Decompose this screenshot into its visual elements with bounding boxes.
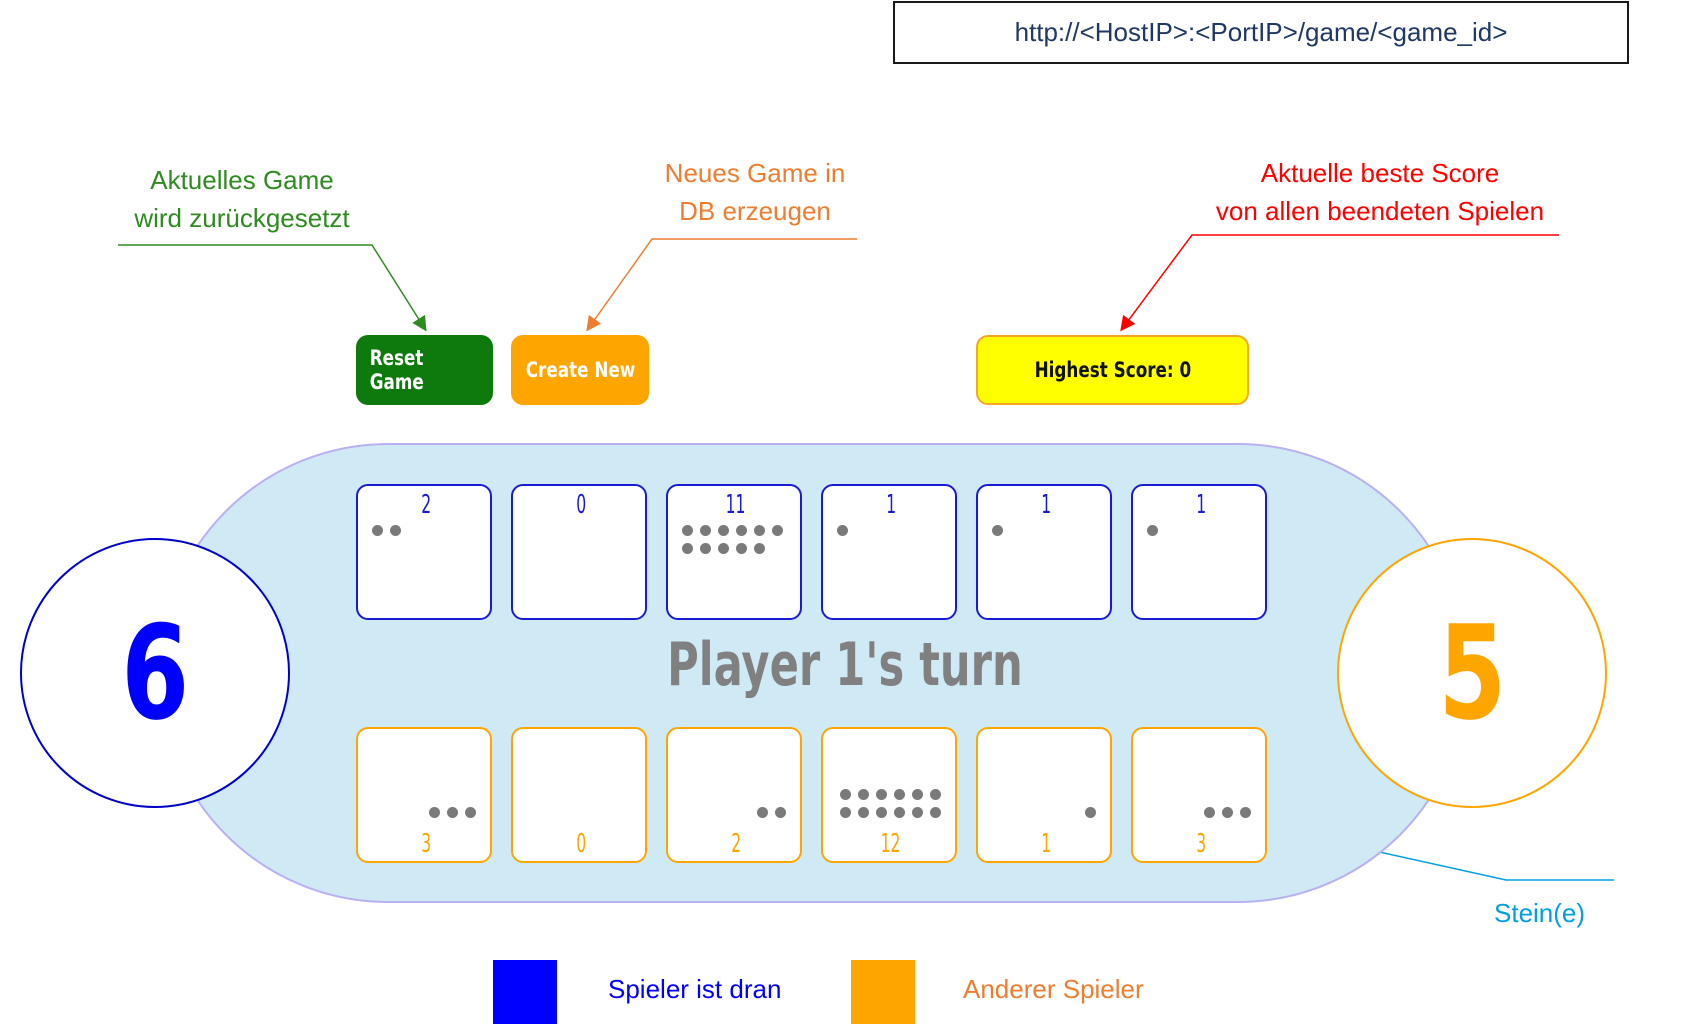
- pit-top-1[interactable]: 2: [356, 484, 492, 620]
- pit-top-2[interactable]: 0: [511, 484, 647, 620]
- stone: [682, 525, 693, 536]
- stone: [775, 807, 786, 818]
- legend-active-swatch: [493, 960, 557, 1024]
- pit-count: 1: [1041, 829, 1051, 859]
- stone: [858, 789, 869, 800]
- stone: [894, 789, 905, 800]
- reset-game-label: Reset Game: [369, 346, 424, 394]
- pit-count: 12: [881, 829, 901, 859]
- create-annotation-line2: DB erzeugen: [679, 196, 831, 226]
- reset-annotation-line1: Aktuelles Game: [150, 165, 334, 195]
- create-arrow: [586, 238, 857, 332]
- stone: [682, 543, 693, 554]
- url-text: http://<HostIP>:<PortIP>/game/<game_id>: [1014, 17, 1508, 47]
- pit-top-3[interactable]: 11: [666, 484, 802, 620]
- stones-annotation-text: Stein(e): [1494, 898, 1586, 928]
- stone: [930, 807, 941, 818]
- pit-top-6[interactable]: 1: [1131, 484, 1267, 620]
- stone: [465, 807, 476, 818]
- turn-indicator: Player 1's turn: [560, 630, 1130, 700]
- pit-top-5[interactable]: 1: [976, 484, 1112, 620]
- score-arrow: [1120, 234, 1559, 332]
- stone: [754, 525, 765, 536]
- pit-bottom-1[interactable]: 3: [356, 727, 492, 863]
- stone: [912, 807, 923, 818]
- pit-bottom-2[interactable]: 0: [511, 727, 647, 863]
- stone: [447, 807, 458, 818]
- stone: [700, 525, 711, 536]
- highest-score-display: Highest Score: 0: [976, 335, 1249, 405]
- stone: [912, 789, 923, 800]
- pit-count: 0: [576, 829, 586, 859]
- legend-other-label: Anderer Spieler: [963, 974, 1144, 1004]
- stone: [894, 807, 905, 818]
- pit-bottom-4[interactable]: 12: [821, 727, 957, 863]
- stone: [992, 525, 1003, 536]
- score-annotation-line2: von allen beendeten Spielen: [1215, 196, 1545, 226]
- pit-bottom-3[interactable]: 2: [666, 727, 802, 863]
- pit-top-4[interactable]: 1: [821, 484, 957, 620]
- stone: [390, 525, 401, 536]
- stone: [840, 807, 851, 818]
- pit-count: 3: [421, 829, 431, 859]
- create-annotation: Neues Game in DB erzeugen: [640, 154, 870, 230]
- player1-store-count: 6: [121, 597, 189, 749]
- stone: [718, 543, 729, 554]
- reset-arrow: [118, 244, 427, 332]
- stones-annotation: Stein(e): [1494, 894, 1624, 932]
- create-annotation-line1: Neues Game in: [664, 158, 846, 188]
- pit-count: 1: [1196, 490, 1206, 520]
- stone: [1085, 807, 1096, 818]
- create-new-button[interactable]: Create New: [511, 335, 649, 405]
- stone: [736, 543, 747, 554]
- stone: [1222, 807, 1233, 818]
- stone: [754, 543, 765, 554]
- stone: [837, 525, 848, 536]
- url-bar: http://<HostIP>:<PortIP>/game/<game_id>: [893, 1, 1629, 64]
- create-new-label: Create New: [525, 358, 635, 382]
- pit-count: 2: [731, 829, 741, 859]
- stone: [876, 807, 887, 818]
- pit-count: 0: [576, 490, 586, 520]
- stone: [429, 807, 440, 818]
- stone: [876, 789, 887, 800]
- player2-store-count: 5: [1438, 597, 1506, 749]
- legend-active-label: Spieler ist dran: [608, 974, 782, 1004]
- reset-game-button[interactable]: Reset Game: [356, 335, 493, 405]
- stone: [757, 807, 768, 818]
- stone: [718, 525, 729, 536]
- player1-store: 6: [20, 538, 290, 808]
- player2-store: 5: [1337, 538, 1607, 808]
- stone: [372, 525, 383, 536]
- score-annotation: Aktuelle beste Score von allen beendeten…: [1180, 154, 1580, 230]
- stone: [1240, 807, 1251, 818]
- stone: [858, 807, 869, 818]
- legend-other-swatch: [851, 960, 915, 1024]
- pit-count: 3: [1196, 829, 1206, 859]
- stone: [700, 543, 711, 554]
- pit-bottom-6[interactable]: 3: [1131, 727, 1267, 863]
- stone: [736, 525, 747, 536]
- stone: [1204, 807, 1215, 818]
- highest-score-label: Highest Score: 0: [1034, 358, 1191, 382]
- pit-bottom-5[interactable]: 1: [976, 727, 1112, 863]
- score-annotation-line1: Aktuelle beste Score: [1260, 158, 1500, 188]
- stone: [1147, 525, 1158, 536]
- pit-count: 1: [1041, 490, 1051, 520]
- stone: [930, 789, 941, 800]
- pit-count: 2: [421, 490, 431, 520]
- stone: [772, 525, 783, 536]
- pit-count: 11: [726, 490, 746, 520]
- reset-annotation-line2: wird zurückgesetzt: [134, 203, 350, 233]
- stone: [840, 789, 851, 800]
- turn-text: Player 1's turn: [667, 630, 1023, 700]
- pit-count: 1: [886, 490, 896, 520]
- reset-annotation: Aktuelles Game wird zurückgesetzt: [112, 161, 372, 237]
